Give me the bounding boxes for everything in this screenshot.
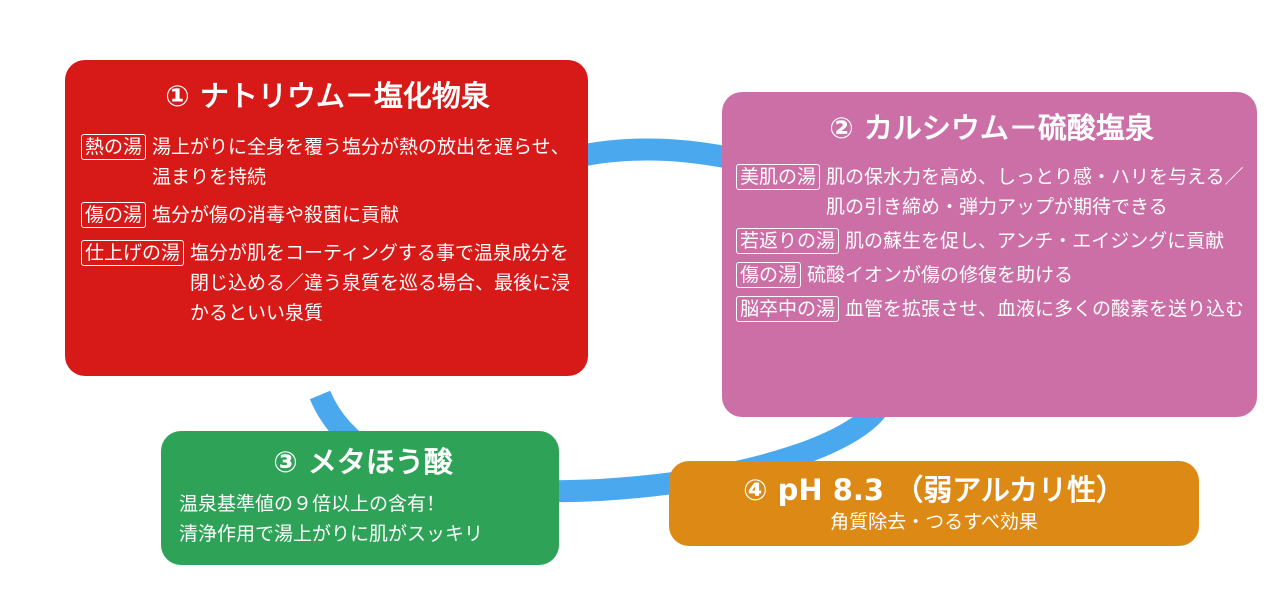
box1-item-3-text: 塩分が肌をコーティングする事で温泉成分を閉じ込める／違う泉質を巡る場合、最後に浸… — [190, 242, 571, 324]
box2-item-2: 若返りの湯 肌の蘇生を促し、アンチ・エイジングに貢献 — [736, 226, 1247, 256]
box1-item-3-tag: 仕上げの湯 — [81, 240, 185, 266]
box1-item-1: 熱の湯 湯上がりに全身を覆う塩分が熱の放出を遅らせ、温まりを持続 — [81, 132, 574, 192]
metaboric-acid-box: ③ メタほう酸 温泉基準値の９倍以上の含有！ 清浄作用で湯上がりに肌がスッキリ — [161, 431, 559, 565]
box2-item-4: 脳卒中の湯 血管を拡張させ、血液に多くの酸素を送り込む — [736, 294, 1247, 324]
box1-item-2-text: 塩分が傷の消毒や殺菌に貢献 — [152, 204, 400, 226]
box1-item-3: 仕上げの湯 塩分が肌をコーティングする事で温泉成分を閉じ込める／違う泉質を巡る場… — [81, 238, 574, 328]
box3-title: ③ メタほう酸 — [273, 445, 453, 479]
box1-item-1-text: 湯上がりに全身を覆う塩分が熱の放出を遅らせ、温まりを持続 — [152, 136, 570, 188]
box2-item-1-text: 肌の保水力を高め、しっとり感・ハリを与える／肌の引き締め・弾力アップが期待できる — [826, 166, 1244, 218]
box1-item-2: 傷の湯 塩分が傷の消毒や殺菌に貢献 — [81, 200, 574, 230]
box1-item-1-tag: 熱の湯 — [81, 134, 147, 160]
box2-item-3-text: 硫酸イオンが傷の修復を助ける — [807, 264, 1074, 286]
box3-line-1: 温泉基準値の９倍以上の含有！ — [179, 493, 446, 515]
box2-item-2-text: 肌の蘇生を促し、アンチ・エイジングに貢献 — [845, 230, 1225, 252]
sodium-chloride-box: ① ナトリウム－塩化物泉 熱の湯 湯上がりに全身を覆う塩分が熱の放出を遅らせ、温… — [65, 60, 588, 376]
box3-line-2: 清浄作用で湯上がりに肌がスッキリ — [179, 523, 484, 545]
box2-item-3: 傷の湯 硫酸イオンが傷の修復を助ける — [736, 260, 1247, 290]
box2-item-4-tag: 脳卒中の湯 — [736, 296, 840, 322]
box2-item-1-tag: 美肌の湯 — [736, 164, 821, 190]
box1-title: ① ナトリウム－塩化物泉 — [165, 79, 490, 113]
ph-box: ④ pH 8.3 （弱アルカリ性） 角質除去・つるすべ効果 — [669, 461, 1199, 546]
box4-title: ④ pH 8.3 （弱アルカリ性） — [742, 473, 1126, 507]
box2-title: ② カルシウム－硫酸塩泉 — [829, 111, 1154, 145]
calcium-sulfate-box: ② カルシウム－硫酸塩泉 美肌の湯 肌の保水力を高め、しっとり感・ハリを与える／… — [722, 92, 1257, 417]
box2-item-4-text: 血管を拡張させ、血液に多くの酸素を送り込む — [845, 298, 1245, 320]
box2-item-2-tag: 若返りの湯 — [736, 228, 840, 254]
box4-subtitle: 角質除去・つるすべ効果 — [830, 511, 1038, 533]
box2-item-1: 美肌の湯 肌の保水力を高め、しっとり感・ハリを与える／肌の引き締め・弾力アップが… — [736, 162, 1247, 222]
box1-item-2-tag: 傷の湯 — [81, 202, 147, 228]
box2-item-3-tag: 傷の湯 — [736, 262, 802, 288]
